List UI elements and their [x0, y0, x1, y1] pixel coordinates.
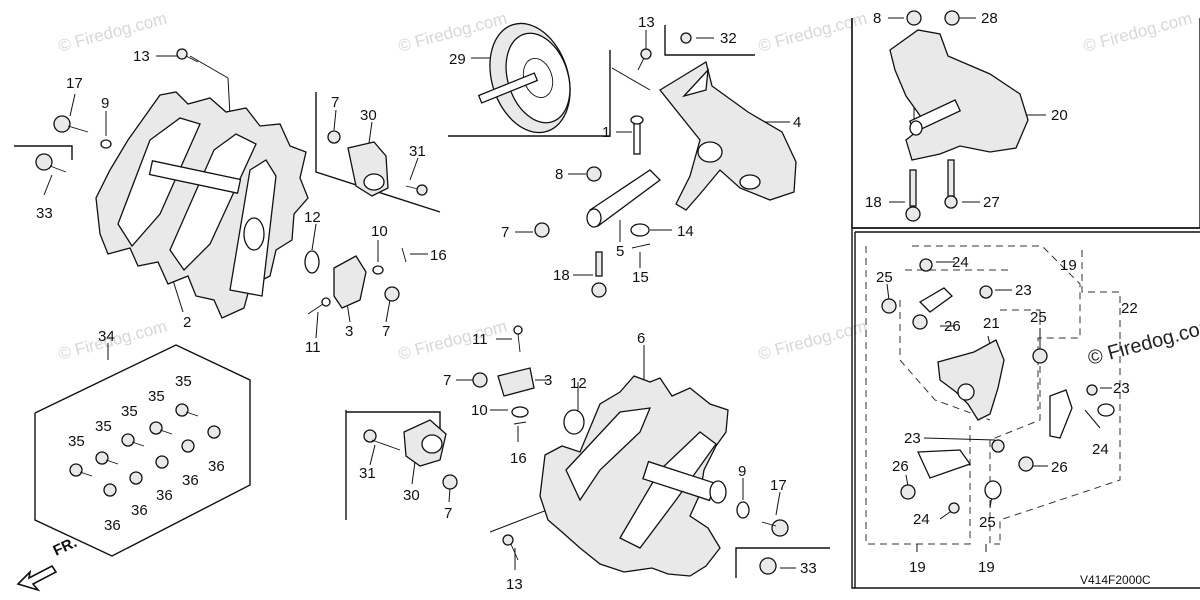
bolt-kit [69, 403, 221, 497]
watermark: © Firedog.com [396, 317, 509, 364]
callout: 19 [1060, 257, 1077, 274]
callout: 31 [409, 143, 426, 160]
callout: 21 [983, 315, 1000, 332]
callout: 25 [1030, 309, 1047, 326]
callout: 7 [331, 94, 339, 111]
callout: 36 [131, 502, 148, 519]
callout: 27 [983, 194, 1000, 211]
callout: 11 [472, 331, 488, 348]
callout: 7 [382, 323, 390, 340]
callout: 9 [738, 463, 746, 480]
watermark: © Firedog.com [1081, 9, 1194, 56]
direction-label: FR. [51, 534, 80, 560]
callout: 13 [638, 14, 655, 31]
callout: 30 [360, 107, 377, 124]
brackets [333, 141, 535, 467]
hardware [35, 10, 1115, 575]
callout: 23 [1113, 380, 1130, 397]
callout: 35 [68, 433, 85, 450]
callout: 24 [1092, 441, 1109, 458]
callout: 26 [892, 458, 909, 475]
callout: 35 [148, 388, 165, 405]
callout: 26 [1051, 459, 1068, 476]
callout: 24 [913, 511, 930, 528]
callout: 23 [904, 430, 921, 447]
callout: 23 [1015, 282, 1032, 299]
callout: 1 [602, 124, 610, 141]
callout: 36 [182, 472, 199, 489]
callout: 10 [371, 223, 388, 240]
chute-housing [659, 60, 797, 211]
callout: 16 [510, 450, 527, 467]
shaft [586, 115, 661, 228]
callout: 13 [506, 576, 523, 593]
auger-right [539, 375, 729, 577]
callout: 31 [359, 465, 376, 482]
callout: 16 [430, 247, 447, 264]
callout: 7 [501, 224, 509, 241]
diagram-code: V414F2000C [1080, 573, 1151, 587]
callout: 8 [555, 166, 563, 183]
callout: 25 [876, 269, 893, 286]
callout: 12 [570, 375, 587, 392]
callout: 14 [677, 223, 694, 240]
callout: 2 [183, 314, 191, 331]
callout: 33 [800, 560, 817, 577]
callout: 3 [544, 372, 552, 389]
callout: 15 [632, 269, 649, 286]
callout: 25 [979, 514, 996, 531]
callout: 12 [304, 209, 321, 226]
callout: 35 [175, 373, 192, 390]
callout: 34 [98, 328, 115, 345]
callout: 18 [553, 267, 570, 284]
callout: 8 [873, 10, 881, 27]
watermark: © Firedog.com [56, 9, 169, 56]
callout: 17 [66, 75, 83, 92]
callout: 36 [208, 458, 225, 475]
corner-brand: © Firedog.com [1086, 315, 1200, 370]
front-direction-arrow: FR. [16, 534, 80, 592]
callout: 11 [305, 339, 321, 356]
callout: 33 [36, 205, 53, 222]
callout: 20 [1051, 107, 1068, 124]
callout: 4 [793, 114, 801, 131]
callout: 17 [770, 477, 787, 494]
callout: 3 [345, 323, 353, 340]
callout: 7 [443, 372, 451, 389]
callout: 6 [637, 330, 645, 347]
frame-lines [14, 18, 1200, 589]
pulley [477, 22, 571, 134]
callout: 36 [156, 487, 173, 504]
callout: 35 [121, 403, 138, 420]
callouts: 13 17 9 33 2 12 10 16 7 30 31 3 7 11 29 … [36, 10, 1138, 593]
callout: 22 [1121, 300, 1138, 317]
callout: 29 [449, 51, 466, 68]
callout: 35 [95, 418, 112, 435]
callout: 30 [403, 487, 420, 504]
callout: 10 [471, 402, 488, 419]
callout: 19 [978, 559, 995, 576]
callout: 19 [909, 559, 926, 576]
callout: 32 [720, 30, 737, 47]
callout: 18 [865, 194, 882, 211]
subassembly-outlines [865, 245, 1121, 545]
linkage [917, 287, 1073, 479]
callout: 36 [104, 517, 121, 534]
callout: 7 [444, 505, 452, 522]
callout: 26 [944, 318, 961, 335]
callout: 5 [616, 243, 624, 260]
deflector [889, 29, 1029, 161]
callout: 9 [101, 95, 109, 112]
callout: 13 [133, 48, 150, 65]
auger-left [95, 91, 309, 319]
callout: 28 [981, 10, 998, 27]
callout: 24 [952, 254, 969, 271]
